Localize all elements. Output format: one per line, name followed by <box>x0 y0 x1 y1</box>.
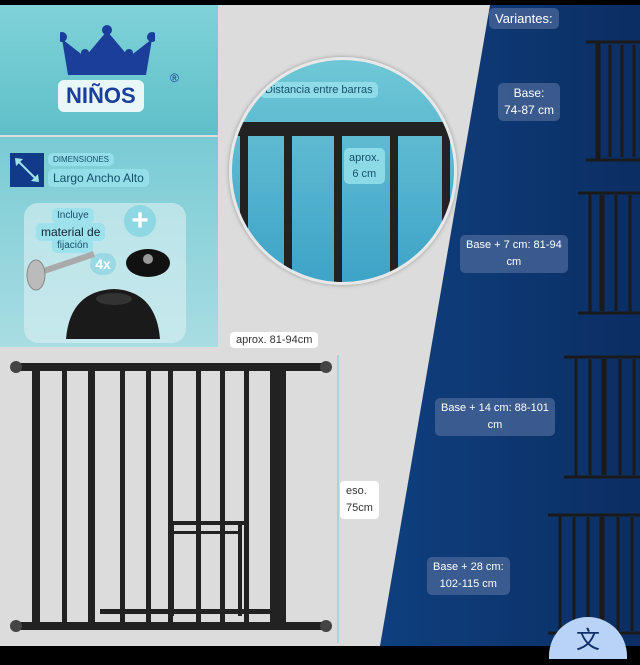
variant-line2: cm <box>487 419 503 431</box>
variant-gate-base <box>586 40 640 162</box>
hardware-box: Incluye material de fijación + 4x <box>24 203 186 343</box>
bottom-bar <box>0 646 640 659</box>
bar-distance-value-line1: aprox. <box>349 152 380 164</box>
hardware-count: 4x <box>90 253 116 275</box>
variant-gates-image <box>548 40 640 635</box>
variant-line1: Base + 28 cm: <box>433 561 504 573</box>
plus-icon: + <box>124 205 156 237</box>
variant-line1: Base + 7 cm: 81-94 <box>466 239 562 251</box>
top-bar <box>0 0 640 5</box>
variant-gate-28 <box>548 513 640 635</box>
bar-distance-detail: Distancia entre barras aprox. 6 cm <box>229 57 457 285</box>
variant-line1: Base + 14 cm: 88-101 <box>441 402 549 414</box>
translate-icon: 文 <box>576 627 600 654</box>
brand-name: NIÑOS <box>58 80 144 112</box>
variant-gate-7 <box>578 191 640 315</box>
logo-panel: NIÑOS ® <box>0 5 218 135</box>
gate-height-label: eso. 75cm <box>340 481 379 519</box>
variant-gate-14 <box>564 355 640 479</box>
mounting-hardware-image <box>26 249 170 339</box>
gate-width-label: aprox. 81-94cm <box>230 332 319 348</box>
bar-distance-value-line2: 6 cm <box>352 168 377 180</box>
hardware-line1: Incluye <box>52 208 94 223</box>
hardware-line3: fijación <box>52 238 94 253</box>
variants-title: Variantes: <box>489 8 559 29</box>
variant-item: Base + 14 cm: 88-101 cm <box>435 398 555 436</box>
variant-item: Base + 28 cm: 102-115 cm <box>427 557 510 595</box>
variant-line2: cm <box>506 256 522 268</box>
hardware-line2: material de <box>36 223 106 241</box>
dimensions-panel: DIMENSIONES Largo Ancho Alto Incluye mat… <box>0 137 218 347</box>
variant-item: Base: 74-87 cm <box>498 83 561 121</box>
dimensions-value: Largo Ancho Alto <box>48 169 149 187</box>
variant-line1: Base: <box>513 86 545 100</box>
bar-distance-title: Distancia entre barras <box>260 82 378 98</box>
gate-height-line1: eso. <box>346 485 367 497</box>
dimensions-label: DIMENSIONES <box>48 153 115 166</box>
bar-distance-value: aprox. 6 cm <box>344 148 385 184</box>
product-image: NIÑOS ® DIMENSIONES Largo Ancho Alto Inc… <box>0 5 640 646</box>
crown-icon <box>60 25 155 75</box>
variant-line2: 74-87 cm <box>504 103 555 117</box>
registered-mark: ® <box>170 71 179 85</box>
diagonal-arrows-icon <box>10 153 44 187</box>
main-gate-image <box>10 355 339 643</box>
bar-detail-image <box>232 122 454 282</box>
gate-height-line2: 75cm <box>346 502 373 514</box>
variant-item: Base + 7 cm: 81-94 cm <box>460 235 568 273</box>
variant-line2: 102-115 cm <box>439 578 497 590</box>
